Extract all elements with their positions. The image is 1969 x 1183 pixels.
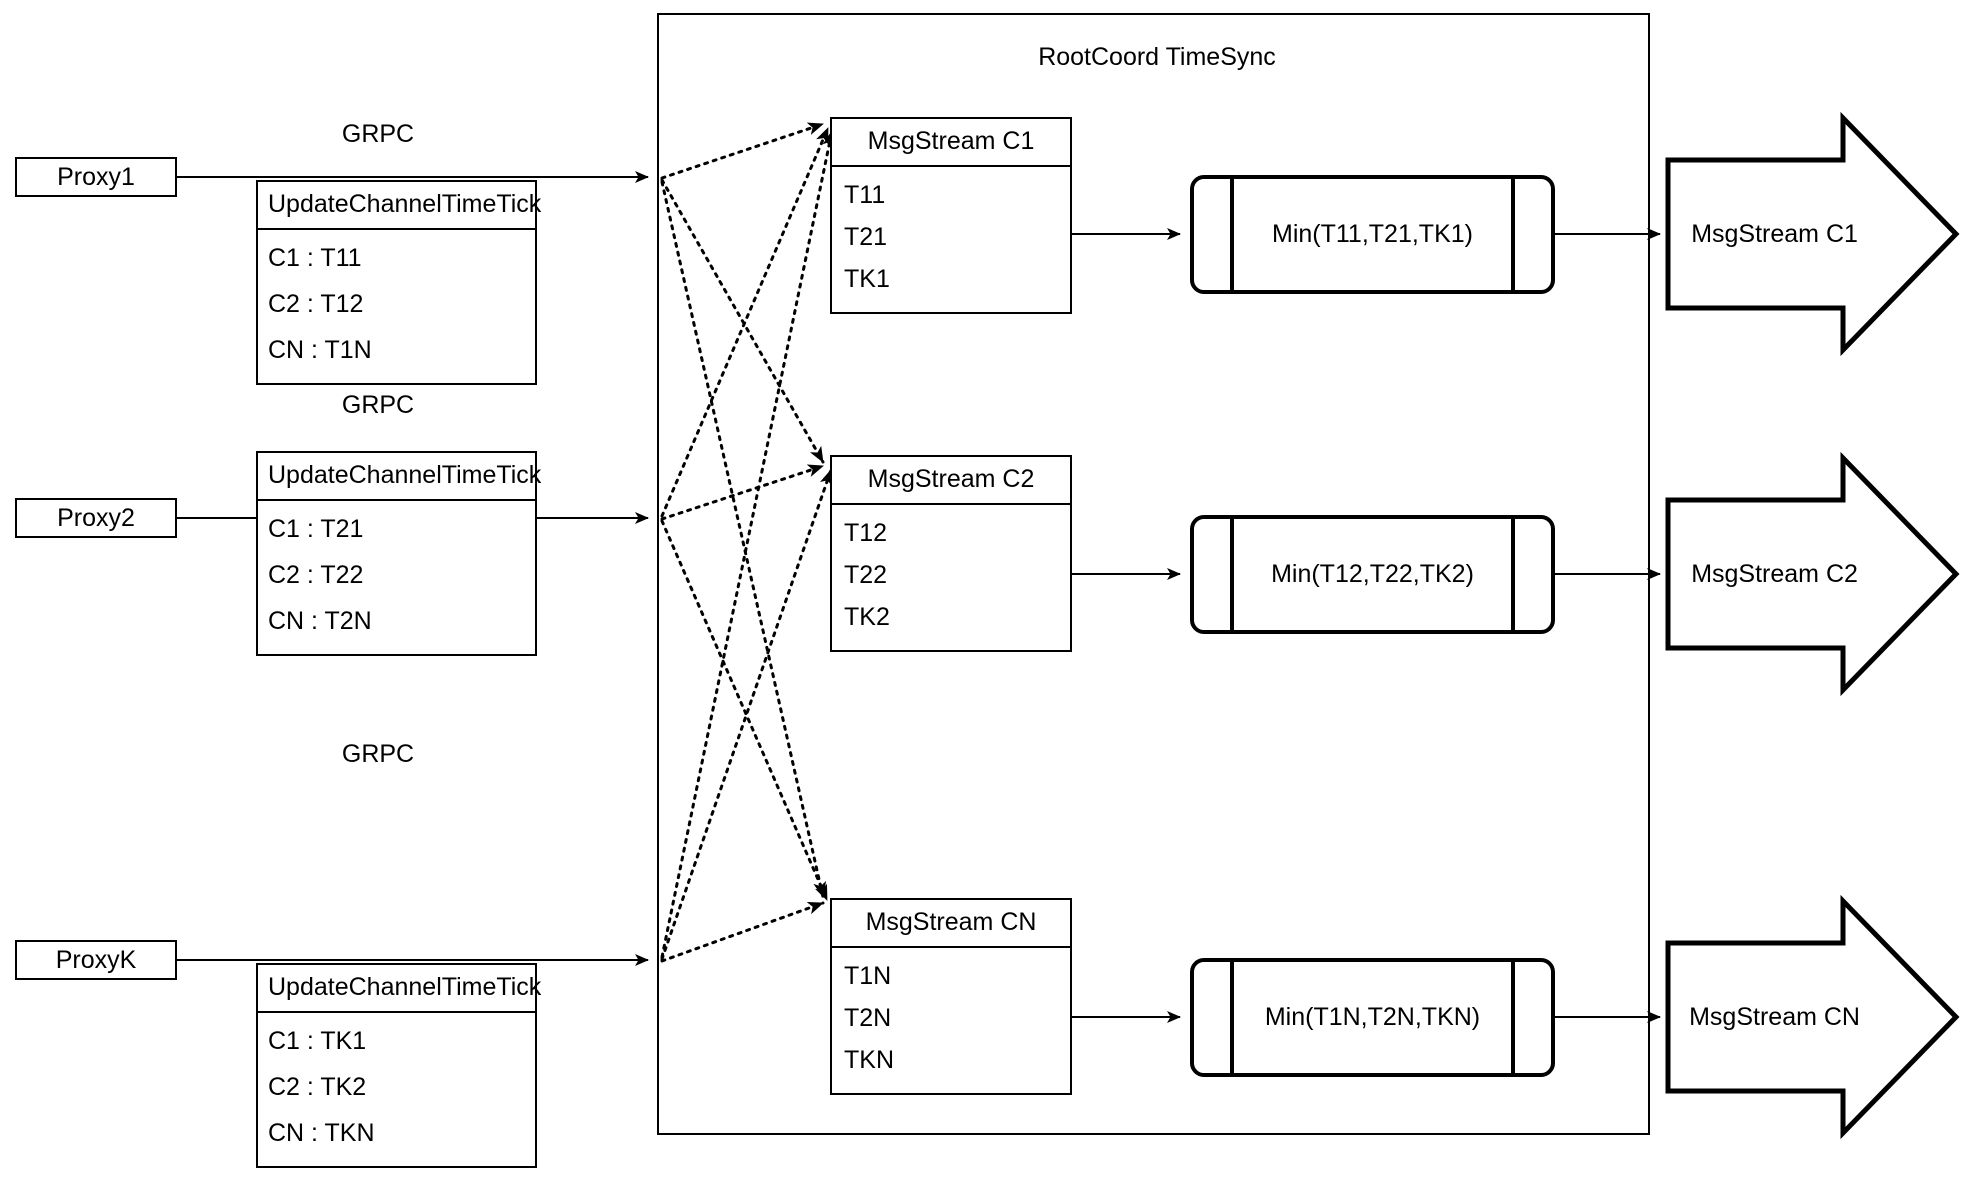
update-channel-timetick-table-2: UpdateChannelTimeTick C1 : T21 C2 : T22 … — [256, 451, 541, 656]
msgstream-table-2: MsgStream C2 T12 T22 TK2 — [830, 455, 1072, 652]
msgstream-entry: T12 — [844, 519, 888, 548]
min-box-1: Min(T11,T21,TK1) — [1190, 175, 1555, 294]
msgstream-body-1: T11 T21 TK1 — [832, 167, 1070, 312]
msgstream-body-3: T1N T2N TKN — [832, 948, 1070, 1093]
output-msgstream-label-3: MsgStream CN — [1689, 1002, 1860, 1031]
msgstream-table-3: MsgStream CN T1N T2N TKN — [830, 898, 1072, 1095]
timetick-entry: CN : T2N — [268, 606, 372, 635]
output-msgstream-arrow-1: MsgStream C1 — [1668, 118, 1956, 350]
msgstream-header-1: MsgStream C1 — [832, 119, 1070, 167]
msgstream-entry: T2N — [844, 1003, 892, 1032]
rootcoord-timesync-container — [657, 13, 1650, 1135]
output-msgstream-arrow-2: MsgStream C2 — [1668, 458, 1956, 690]
output-msgstream-label-1: MsgStream C1 — [1691, 219, 1858, 248]
timetick-entry: CN : T1N — [268, 335, 372, 364]
min-label-1: Min(T11,T21,TK1) — [1272, 220, 1473, 248]
output-msgstream-label-2: MsgStream C2 — [1691, 559, 1858, 588]
msgstream-entry: T1N — [844, 962, 892, 991]
output-msgstream-arrow-3: MsgStream CN — [1668, 901, 1956, 1133]
msgstream-entry: T21 — [844, 222, 888, 251]
grpc-label-2: GRPC — [341, 391, 415, 419]
msgstream-table-1: MsgStream C1 T11 T21 TK1 — [830, 117, 1072, 314]
timetick-entry: C2 : T22 — [268, 560, 364, 589]
msgstream-entry: TK2 — [844, 602, 890, 631]
msgstream-entry: TK1 — [844, 264, 890, 293]
timetick-entry: CN : TKN — [268, 1118, 375, 1147]
update-channel-timetick-header-3: UpdateChannelTimeTick — [258, 965, 541, 1013]
timetick-entry: C1 : T21 — [268, 515, 364, 544]
min-box-right-bar-3 — [1511, 958, 1515, 1077]
proxy-box-1[interactable]: Proxy1 — [15, 157, 177, 197]
min-box-right-bar-1 — [1511, 175, 1515, 294]
update-channel-timetick-header-1: UpdateChannelTimeTick — [258, 182, 541, 230]
grpc-label-3: GRPC — [341, 740, 415, 768]
update-channel-timetick-body-3: C1 : TK1 C2 : TK2 CN : TKN — [258, 1013, 535, 1166]
min-box-left-bar-1 — [1230, 175, 1234, 294]
min-box-right-bar-2 — [1511, 515, 1515, 634]
min-box-2: Min(T12,T22,TK2) — [1190, 515, 1555, 634]
timetick-entry: C1 : T11 — [268, 244, 362, 273]
rootcoord-timesync-title: RootCoord TimeSync — [1038, 43, 1276, 71]
proxy-box-2[interactable]: Proxy2 — [15, 498, 177, 538]
update-channel-timetick-body-2: C1 : T21 C2 : T22 CN : T2N — [258, 501, 535, 654]
update-channel-timetick-table-3: UpdateChannelTimeTick C1 : TK1 C2 : TK2 … — [256, 963, 541, 1168]
msgstream-body-2: T12 T22 TK2 — [832, 505, 1070, 650]
msgstream-header-3: MsgStream CN — [832, 900, 1070, 948]
msgstream-entry: T22 — [844, 560, 888, 589]
msgstream-entry: T11 — [844, 181, 886, 210]
min-label-3: Min(T1N,T2N,TKN) — [1264, 1003, 1481, 1031]
timetick-entry: C2 : T12 — [268, 289, 364, 318]
timetick-entry: C2 : TK2 — [268, 1072, 367, 1101]
proxy-label-3: ProxyK — [55, 945, 137, 974]
min-box-left-bar-3 — [1230, 958, 1234, 1077]
update-channel-timetick-table-1: UpdateChannelTimeTick C1 : T11 C2 : T12 … — [256, 180, 541, 385]
proxy-label-2: Proxy2 — [57, 503, 135, 532]
proxy-box-3[interactable]: ProxyK — [15, 940, 177, 980]
proxy-label-1: Proxy1 — [57, 162, 135, 191]
update-channel-timetick-body-1: C1 : T11 C2 : T12 CN : T1N — [258, 230, 535, 383]
min-box-left-bar-2 — [1230, 515, 1234, 634]
timetick-entry: C1 : TK1 — [268, 1027, 367, 1056]
msgstream-entry: TKN — [844, 1045, 894, 1074]
min-box-3: Min(T1N,T2N,TKN) — [1190, 958, 1555, 1077]
grpc-label-1: GRPC — [341, 120, 415, 148]
update-channel-timetick-header-2: UpdateChannelTimeTick — [258, 453, 541, 501]
min-label-2: Min(T12,T22,TK2) — [1271, 560, 1474, 588]
msgstream-header-2: MsgStream C2 — [832, 457, 1070, 505]
